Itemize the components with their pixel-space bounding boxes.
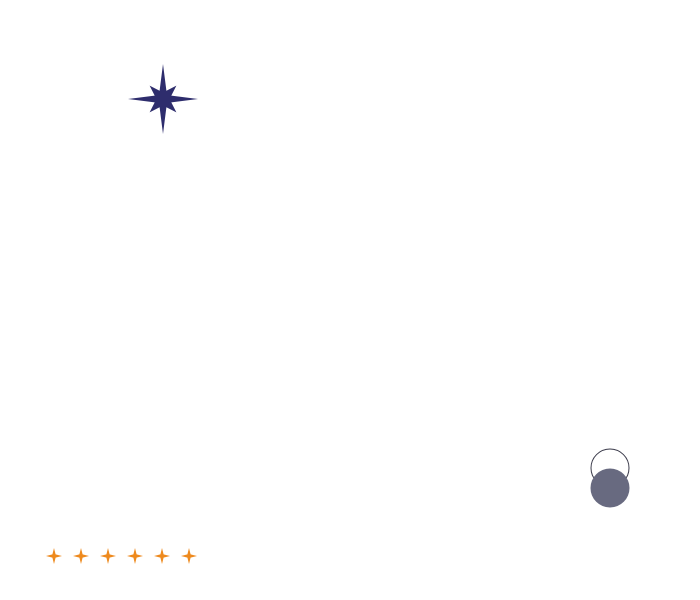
life-star-icon [181,548,197,564]
life-star-icon [73,548,89,564]
life-star-icon [46,548,62,564]
life-star-shape [127,548,143,564]
life-star-shape [46,548,62,564]
life-star-shape [100,548,116,564]
lives-indicator [46,546,197,566]
life-star-icon [100,548,116,564]
life-star-icon [127,548,143,564]
life-star-shape [154,548,170,564]
player-ball-icon[interactable] [588,448,632,510]
star-burst-shape [128,64,198,134]
life-star-icon [154,548,170,564]
star-target-icon[interactable] [128,64,198,134]
life-star-shape [181,548,197,564]
life-star-shape [73,548,89,564]
player-fill-circle [590,468,630,508]
